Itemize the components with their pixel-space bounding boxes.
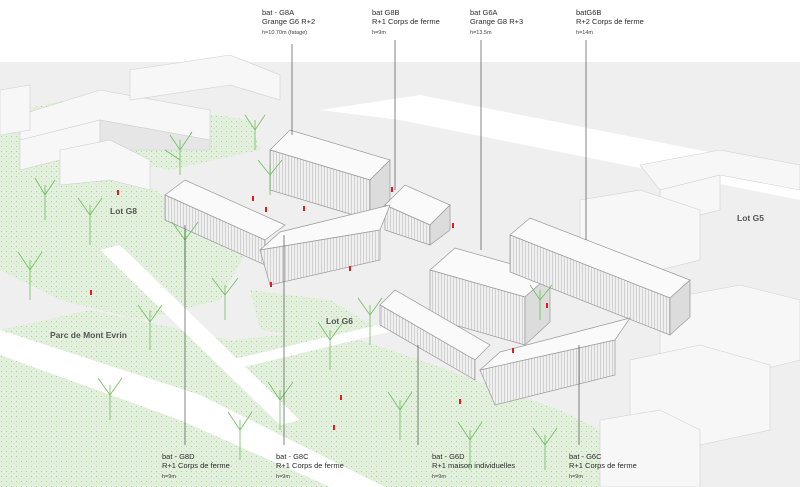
building-g6a: [429, 247, 551, 346]
leader-lines: [184, 40, 587, 445]
label-bat-g6d: bat - G6D R+1 maison individuelles h=9m: [432, 452, 515, 481]
label-g8a-line3: h=10.70m (fatage): [262, 29, 308, 36]
building-g8c: [258, 204, 391, 286]
label-bat-g6b: batG6B R+2 Corps de ferme h=14m: [576, 8, 644, 37]
label-bat-g8d: bat - G8D R+1 Corps de ferme h=9m: [162, 452, 230, 481]
label-g8b-line3: h=9m: [372, 29, 386, 36]
label-g6a-line2: Grange G8 R+3: [470, 17, 524, 27]
label-bat-g6c: bat - G6C R+1 Corps de ferme h=9m: [569, 452, 637, 481]
label-g8d-line3: h=9m: [162, 473, 176, 480]
building-g6b: [509, 217, 691, 336]
label-bat-g8c: bat - G8C R+1 Corps de ferme h=9m: [276, 452, 344, 481]
label-g6d-line3: h=9m: [432, 473, 446, 480]
building-g8b: [384, 184, 451, 246]
label-g6c-line1: bat - G6C: [569, 452, 602, 461]
building-g6c: [478, 317, 631, 406]
label-g8d-line2: R+1 Corps de ferme: [162, 461, 230, 471]
background-buildings-left: [0, 54, 281, 191]
label-g8d-line1: bat - G8D: [162, 452, 195, 461]
label-g6c-line3: h=9m: [569, 473, 583, 480]
label-g8a-line1: bat - G8A: [262, 8, 295, 17]
label-g8b-line1: bat G8B: [372, 8, 400, 17]
label-g8c-line2: R+1 Corps de ferme: [276, 461, 344, 471]
label-g8a-line2: Grange G6 R+2: [262, 17, 316, 27]
label-g6d-line1: bat - G6D: [432, 452, 465, 461]
building-g6d: [379, 289, 491, 381]
lot-g8-label: Lot G8: [110, 206, 137, 216]
top-white-band: [0, 0, 800, 62]
label-g6a-line3: h=13.5m: [470, 29, 492, 36]
label-bat-g6a: bat G6A Grange G8 R+3 h=13.5m: [470, 8, 523, 37]
label-bat-g8a: bat - G8A Grange G6 R+2 h=10.70m (fatage…: [262, 8, 315, 37]
label-g6b-line3: h=14m: [576, 29, 593, 36]
trees: [17, 114, 558, 470]
label-g6d-line2: R+1 maison individuelles: [432, 461, 516, 471]
lot-g5-label: Lot G5: [737, 213, 764, 223]
label-g8c-line1: bat - G8C: [276, 452, 309, 461]
label-g6b-line2: R+2 Corps de ferme: [576, 17, 644, 27]
parc-label: Parc de Mont Evrin: [50, 330, 127, 340]
road-diagonal: [0, 330, 385, 487]
label-bat-g8b: bat G8B R+1 Corps de ferme h=9m: [372, 8, 440, 37]
lot-g6-label: Lot G6: [326, 316, 353, 326]
label-g8c-line3: h=9m: [276, 473, 290, 480]
label-g6c-line2: R+1 Corps de ferme: [569, 461, 637, 471]
park-green-lower: [0, 310, 700, 487]
label-g6b-line1: batG6B: [576, 8, 602, 17]
green-strip-g6: [250, 290, 380, 340]
people-markers: [90, 187, 548, 430]
label-g6a-line1: bat G6A: [470, 8, 498, 17]
building-g8d: [164, 179, 286, 266]
path-diagonal-2: [100, 245, 300, 425]
label-g8b-line2: R+1 Corps de ferme: [372, 17, 440, 27]
